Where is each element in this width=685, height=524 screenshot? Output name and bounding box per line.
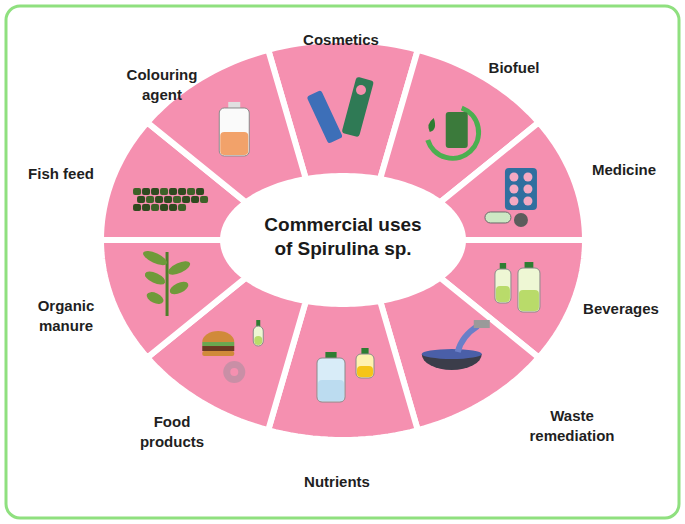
use-sector: Nutrients xyxy=(282,472,392,492)
use-label: Biofuel xyxy=(464,58,564,78)
sector-icon xyxy=(141,248,192,316)
sector-icon xyxy=(307,77,374,144)
use-label: Beverages xyxy=(571,299,671,319)
center-title: Commercial uses of Spirulina sp. xyxy=(258,213,428,261)
center-ellipse: Commercial uses of Spirulina sp. xyxy=(228,177,458,297)
use-sector: Organic manure xyxy=(21,296,111,336)
sector-icon xyxy=(428,108,479,158)
sector-icon xyxy=(422,320,490,370)
use-sector: Cosmetics xyxy=(286,30,396,50)
sector-icon xyxy=(202,320,263,383)
ring-sectors xyxy=(101,40,585,440)
use-label: Colouring agent xyxy=(117,65,207,105)
use-sector: Waste remediation xyxy=(520,406,624,446)
use-label: Waste remediation xyxy=(520,406,624,446)
use-sector: Food products xyxy=(127,412,217,452)
sector-icon xyxy=(485,168,537,227)
use-sector: Colouring agent xyxy=(117,65,207,105)
use-label: Nutrients xyxy=(282,472,392,492)
frame-border xyxy=(6,6,679,518)
use-label: Cosmetics xyxy=(286,30,396,50)
use-label: Food products xyxy=(127,412,217,452)
use-label: Organic manure xyxy=(21,296,111,336)
use-label: Medicine xyxy=(574,160,674,180)
ring-sector xyxy=(101,240,246,358)
sector-icons xyxy=(133,77,540,402)
use-label: Fish feed xyxy=(11,164,111,184)
sector-icon xyxy=(133,188,208,211)
use-sector: Fish feed xyxy=(11,164,111,184)
sector-icon xyxy=(317,348,374,402)
sector-icon xyxy=(219,102,249,156)
sector-icon xyxy=(495,262,540,312)
use-sector: Medicine xyxy=(574,160,674,180)
use-sector: Beverages xyxy=(571,299,671,319)
use-sector: Biofuel xyxy=(464,58,564,78)
